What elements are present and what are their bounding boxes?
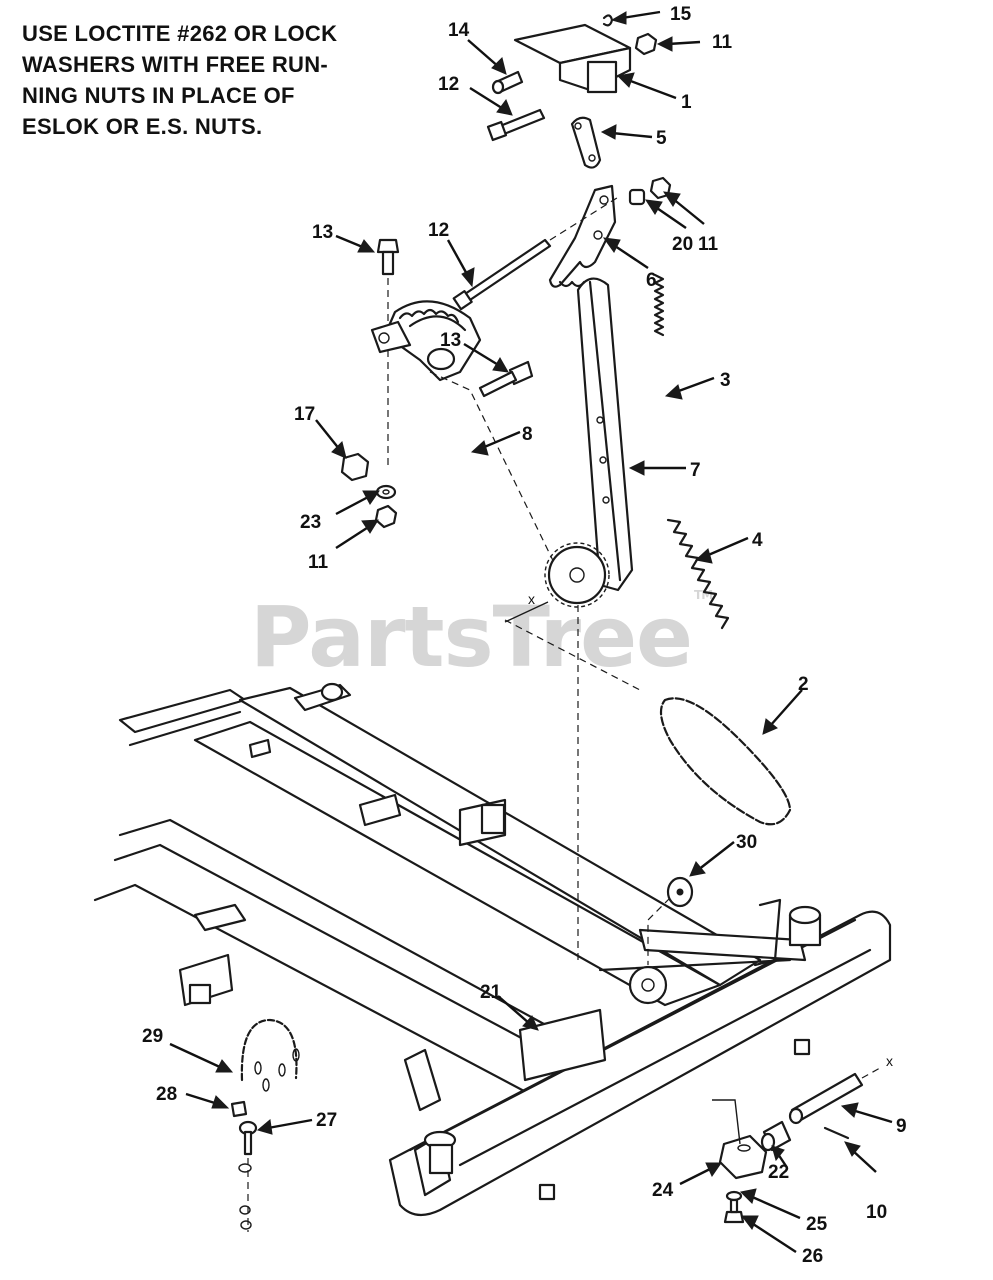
note-line: WASHERS WITH FREE RUN- — [22, 52, 329, 77]
part-5-plate — [570, 116, 602, 169]
mower-frame — [93, 682, 892, 1217]
alignment-mark-x: x — [528, 591, 535, 607]
part-27-pin — [238, 1120, 258, 1156]
part-2-chain — [659, 697, 792, 826]
part-1-pedal-bracket — [513, 23, 632, 94]
callout-23: 23 — [300, 512, 321, 533]
callout-11-b: 11 — [698, 234, 719, 255]
assembly-note: USE LOCTITE #262 OR LOCK WASHERS WITH FR… — [22, 18, 382, 142]
callout-27: 27 — [316, 1110, 337, 1131]
callout-20: 20 — [672, 234, 693, 255]
callout-7: 7 — [690, 460, 701, 481]
callout-29: 29 — [142, 1026, 163, 1047]
part-28-link — [230, 1100, 248, 1118]
watermark-text: PartsTree — [250, 588, 693, 686]
callout-12-b: 12 — [428, 220, 449, 241]
part-6-lever — [548, 184, 617, 288]
callout-13-b: 13 — [440, 330, 461, 351]
part-29-chain — [240, 1018, 298, 1082]
part-22-bushing — [760, 1120, 792, 1152]
callout-24: 24 — [652, 1180, 674, 1201]
part-25-washer — [725, 1190, 743, 1202]
chain-rollers — [238, 1163, 252, 1230]
callout-22: 22 — [768, 1162, 789, 1183]
part-3-spring — [653, 273, 665, 337]
callout-25: 25 — [806, 1214, 828, 1235]
part-10-pin — [823, 1126, 850, 1140]
part-7-arm — [576, 277, 634, 592]
callout-5: 5 — [656, 128, 667, 149]
alignment-mark-x: x — [886, 1053, 893, 1069]
part-11-nut-c — [374, 504, 398, 529]
callout-6: 6 — [646, 270, 657, 291]
part-9-axle — [788, 1072, 864, 1125]
part-13-bolt-top — [376, 238, 400, 276]
part-20-bushing — [628, 188, 646, 206]
callout-9: 9 — [896, 1116, 907, 1137]
part-14-pin — [491, 70, 524, 95]
note-line: ESLOK OR E.S. NUTS. — [22, 114, 263, 139]
callout-2: 2 — [798, 674, 809, 695]
arm-sprocket — [544, 542, 610, 608]
callout-8: 8 — [522, 424, 533, 445]
callout-4: 4 — [752, 530, 763, 551]
callout-28: 28 — [156, 1084, 177, 1105]
part-17-nut — [340, 452, 370, 482]
callout-labels: 15 14 11 12 1 5 13 12 20 11 6 13 3 17 8 … — [142, 4, 907, 1267]
note-line: USE LOCTITE #262 OR LOCK — [22, 21, 338, 46]
callout-17: 17 — [294, 404, 315, 425]
callout-30: 30 — [736, 832, 757, 853]
callout-12: 12 — [438, 74, 459, 95]
part-24-bracket — [718, 1134, 768, 1180]
trademark-mark: TM — [694, 588, 713, 602]
callout-13: 13 — [312, 222, 333, 243]
part-23-washer — [375, 484, 397, 500]
part-13-bolt-right — [478, 360, 534, 398]
callout-3: 3 — [720, 370, 731, 391]
callout-10: 10 — [866, 1202, 887, 1223]
part-12-bolt-b — [452, 238, 552, 311]
callout-21: 21 — [480, 982, 502, 1003]
part-11-nut — [634, 32, 658, 56]
part-26-bolt — [723, 1198, 745, 1224]
callout-11: 11 — [712, 32, 733, 53]
callout-11-c: 11 — [308, 552, 329, 573]
callout-15: 15 — [670, 4, 692, 25]
part-4-spring — [666, 518, 730, 630]
chain-links-loose — [254, 1048, 300, 1092]
part-8-segment-gear — [370, 300, 482, 382]
callout-14: 14 — [448, 20, 470, 41]
part-15-clip — [602, 14, 614, 27]
callout-1: 1 — [681, 92, 692, 113]
part-30-washer — [666, 876, 694, 908]
callout-26: 26 — [802, 1246, 823, 1267]
part-12-bolt — [486, 108, 546, 142]
note-line: NING NUTS IN PLACE OF — [22, 83, 295, 108]
callout-leaders — [169, 10, 893, 1254]
